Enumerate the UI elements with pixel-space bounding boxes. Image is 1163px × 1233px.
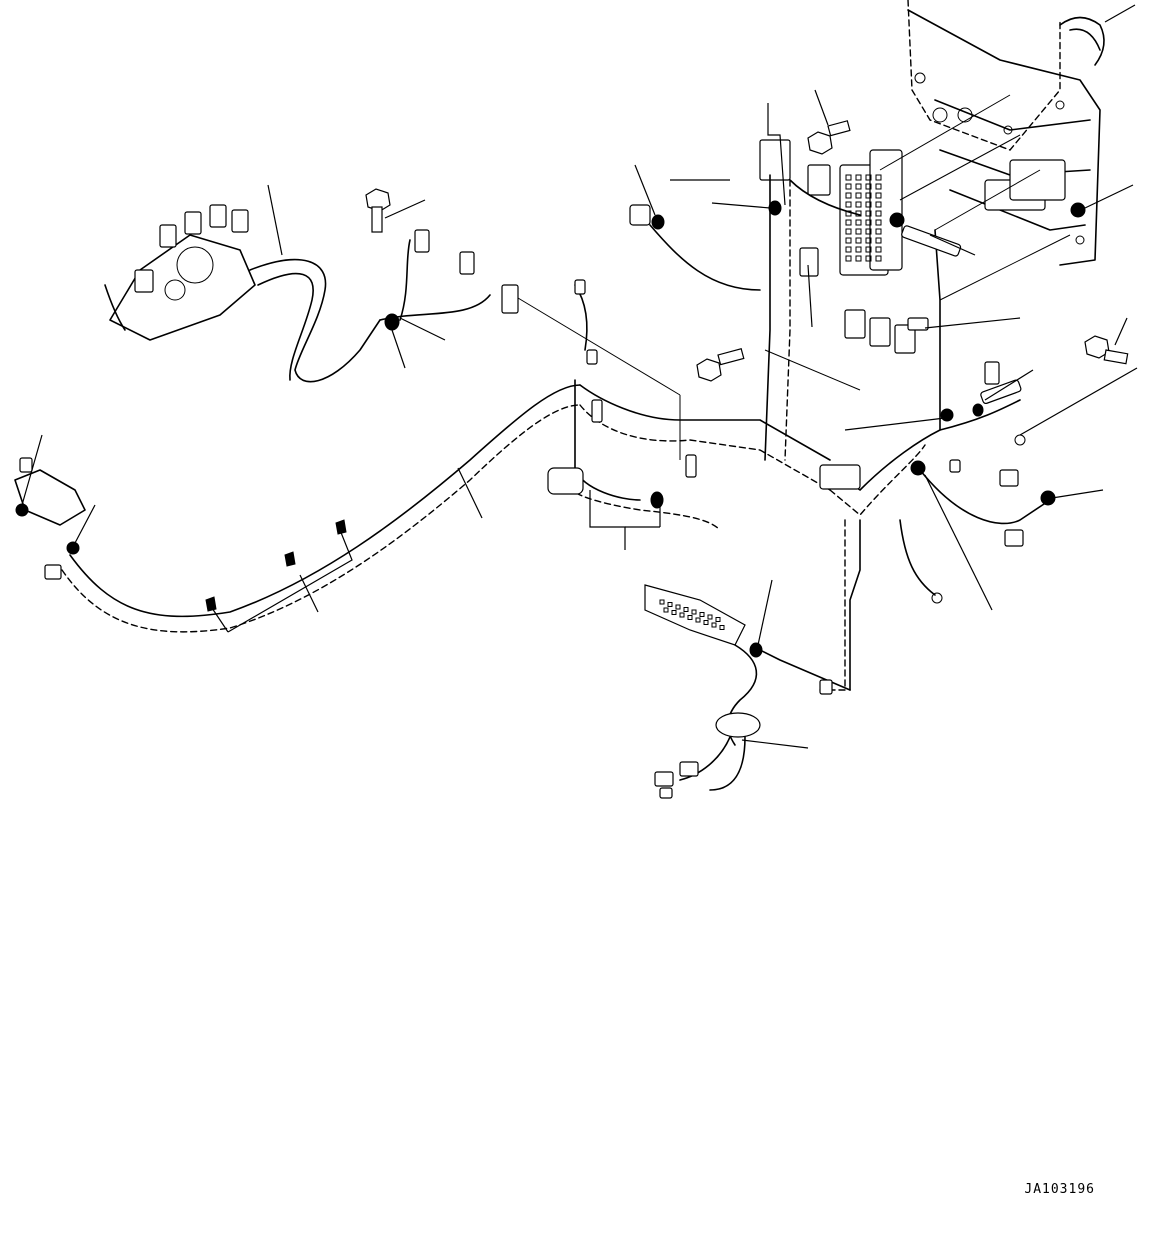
controller-connector bbox=[644, 584, 758, 746]
fuse-slot bbox=[845, 201, 852, 208]
fuse-slot bbox=[865, 174, 872, 181]
fuse-slot bbox=[865, 210, 872, 217]
fuse-slot bbox=[855, 228, 862, 235]
connector-pin bbox=[659, 599, 665, 605]
fuse-slot bbox=[865, 192, 872, 199]
fuse-slot bbox=[865, 246, 872, 253]
fuse-slot bbox=[865, 219, 872, 226]
connector-block-left bbox=[14, 457, 86, 580]
drawing-reference-code: JA103196 bbox=[1024, 1182, 1095, 1197]
bolt-top bbox=[807, 120, 851, 155]
fuse-slot bbox=[845, 219, 852, 226]
fuse-slot bbox=[875, 183, 882, 190]
fuse-box bbox=[759, 139, 916, 354]
connector-pin bbox=[679, 612, 685, 618]
connector-pin bbox=[683, 607, 689, 612]
fuse-slot bbox=[875, 228, 882, 235]
connector-pin bbox=[675, 604, 681, 610]
fuse-slot bbox=[845, 255, 852, 262]
fuse-slot bbox=[865, 237, 872, 244]
fuse-slot bbox=[855, 255, 862, 262]
connector-pin bbox=[719, 625, 725, 630]
bolt-upper bbox=[365, 188, 391, 233]
bolt-right bbox=[1084, 335, 1129, 365]
fuse-slot bbox=[875, 210, 882, 217]
connector-pin bbox=[715, 617, 721, 622]
connector-pin bbox=[671, 610, 677, 615]
fuse-slot bbox=[845, 210, 852, 217]
connector-pin bbox=[699, 612, 705, 617]
fuse-slot bbox=[845, 183, 852, 190]
fuse-slot bbox=[865, 183, 872, 190]
fuse-slot bbox=[855, 219, 862, 226]
fuse-slot bbox=[845, 192, 852, 199]
fuse-slot bbox=[875, 255, 882, 262]
connector-pin bbox=[711, 622, 717, 628]
clamp bbox=[205, 200, 1086, 658]
connector-pin bbox=[687, 615, 693, 620]
fuse-slot bbox=[875, 192, 882, 199]
fuse-slot bbox=[875, 201, 882, 208]
fuse-slot bbox=[875, 237, 882, 244]
fuse-slot bbox=[845, 237, 852, 244]
connector-pin bbox=[667, 602, 673, 607]
connector-pin bbox=[707, 614, 713, 620]
fuse-slot bbox=[865, 201, 872, 208]
fuse-slot bbox=[865, 255, 872, 262]
fuse-slot bbox=[855, 192, 862, 199]
fuse-slot bbox=[855, 201, 862, 208]
fuse-slot bbox=[865, 228, 872, 235]
fuse-slot bbox=[845, 174, 852, 181]
fuse-slot bbox=[855, 246, 862, 253]
fuse-slot bbox=[845, 228, 852, 235]
connector-pin bbox=[691, 609, 697, 615]
grommet bbox=[654, 712, 761, 799]
fuse-slot bbox=[875, 246, 882, 253]
fuse-slot bbox=[855, 183, 862, 190]
bolt-mid bbox=[696, 348, 745, 382]
connector-pin bbox=[695, 617, 701, 623]
ground-terminal bbox=[931, 434, 1026, 604]
connector-pin bbox=[663, 607, 669, 613]
small-connectors bbox=[414, 204, 1024, 695]
fuse-slot bbox=[845, 246, 852, 253]
fuse-slot bbox=[855, 174, 862, 181]
mounting-frame bbox=[907, 0, 1105, 266]
connector-block-upper-left bbox=[104, 204, 256, 341]
fuse-slot bbox=[875, 219, 882, 226]
fuse-slot bbox=[875, 174, 882, 181]
leader-lines bbox=[21, 4, 1138, 749]
fuse-slot bbox=[855, 237, 862, 244]
connector-pin bbox=[703, 620, 709, 625]
